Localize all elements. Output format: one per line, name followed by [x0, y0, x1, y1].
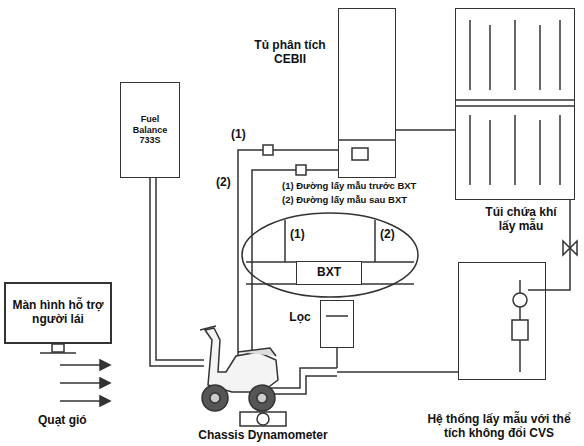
- catalyst-box: BXT: [296, 261, 362, 285]
- legend-note: (1) Đường lấy mẫu trước BXT: [282, 181, 416, 192]
- callout-number: (1): [290, 228, 305, 242]
- box-heading: Hệ thống lấy mẫu với thể tích không đổi …: [419, 413, 579, 441]
- fuel-line: [156, 178, 204, 360]
- filter-vessel: Lọc: [320, 300, 354, 348]
- scooter: [200, 326, 278, 411]
- box-text: Màn hình hỗ trợ người lái: [9, 299, 107, 327]
- sample-port: [263, 145, 273, 155]
- cabinet-panel: [338, 139, 396, 141]
- callout-number: (2): [380, 228, 395, 242]
- dynamometer-roller: [240, 412, 286, 426]
- monitor-box: Màn hình hỗ trợ người lái: [4, 282, 112, 344]
- legend-note: (2) Đường lấy mẫu sau BXT: [282, 195, 407, 206]
- fan-label: Quạt gió: [38, 414, 87, 428]
- pipe-connector: [396, 129, 455, 131]
- cabinet-display: [352, 148, 368, 160]
- cvs-details: [512, 280, 546, 372]
- box-heading: Túi chứa khí lấy mẫu: [476, 206, 566, 234]
- filter-neck: [336, 348, 338, 368]
- box-heading: Tủ phân tích CEBII: [247, 39, 333, 67]
- pipe-connector: [337, 371, 458, 373]
- probe: [284, 220, 286, 262]
- cvs-cabinet: Hệ thống lấy mẫu với thể tích không đổi …: [458, 262, 546, 380]
- box-text: Fuel Balance 733S: [124, 114, 176, 145]
- analyzer-cabinet: Tủ phân tích CEBII: [338, 8, 396, 178]
- sample-bag-rack: Túi chứa khí lấy mẫu: [455, 8, 575, 200]
- fan-arrows: [60, 360, 110, 406]
- monitor-stand: [52, 344, 64, 352]
- box-heading: Lọc: [285, 311, 315, 325]
- filter-band: [326, 315, 348, 317]
- monitor-base: [40, 352, 76, 354]
- box-text: BXT: [317, 266, 341, 280]
- probe: [374, 220, 376, 262]
- bag-rack: [455, 20, 575, 185]
- dynamometer-label: Chassis Dynamometer: [198, 429, 327, 443]
- fuel-balance-box: Fuel Balance 733S: [120, 82, 180, 178]
- callout-number: (2): [216, 176, 231, 190]
- fuel-line: [150, 178, 204, 366]
- detail-ellipse: [242, 213, 418, 297]
- sample-port: [296, 165, 306, 175]
- callout-number: (1): [231, 128, 246, 142]
